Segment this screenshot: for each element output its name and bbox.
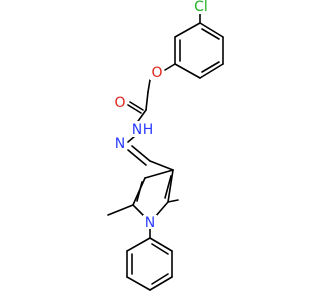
svg-text:N: N: [132, 122, 142, 138]
phenyl-ring: [126, 237, 173, 291]
methyl-bond-upper: [167, 199, 179, 203]
chlorophenyl-ring: [174, 22, 224, 79]
bond-carbonyl-oxygen-1: [129, 101, 144, 111]
bond-methine-pyrrole: [149, 160, 174, 171]
pyrrole-ring: [132, 169, 174, 218]
svg-text:O: O: [114, 95, 125, 111]
bond-imine-nitrogen-methine-2: [127, 149, 147, 166]
bond-carbonyl-oxygen-2: [127, 104, 142, 114]
label-carbonyl-oxygen: O: [113, 95, 127, 111]
label-imine-nitrogen: N: [113, 136, 127, 152]
svg-text:N: N: [145, 215, 155, 231]
bond-methylene-carbonyl: [145, 91, 149, 111]
structure-canvas: Cl O O N H N N: [107, 0, 224, 291]
svg-text:Cl: Cl: [194, 0, 208, 15]
bond-imine-nitrogen-methine-1: [131, 145, 151, 162]
svg-text:O: O: [151, 65, 162, 81]
label-chlorine: Cl: [190, 0, 212, 15]
bond-ring-ether-oxygen: [164, 63, 176, 71]
svg-text:H: H: [143, 122, 154, 138]
label-amide-nitrogen: N H: [124, 121, 154, 138]
molecule-diagram: Cl O O N H N N: [107, 0, 224, 291]
bond-oxygen-methylene: [147, 79, 151, 93]
methyl-bond-lower: [107, 204, 134, 216]
svg-text:N: N: [115, 136, 125, 152]
label-pyrrole-nitrogen: N: [143, 215, 157, 231]
label-ether-oxygen: O: [150, 65, 164, 81]
